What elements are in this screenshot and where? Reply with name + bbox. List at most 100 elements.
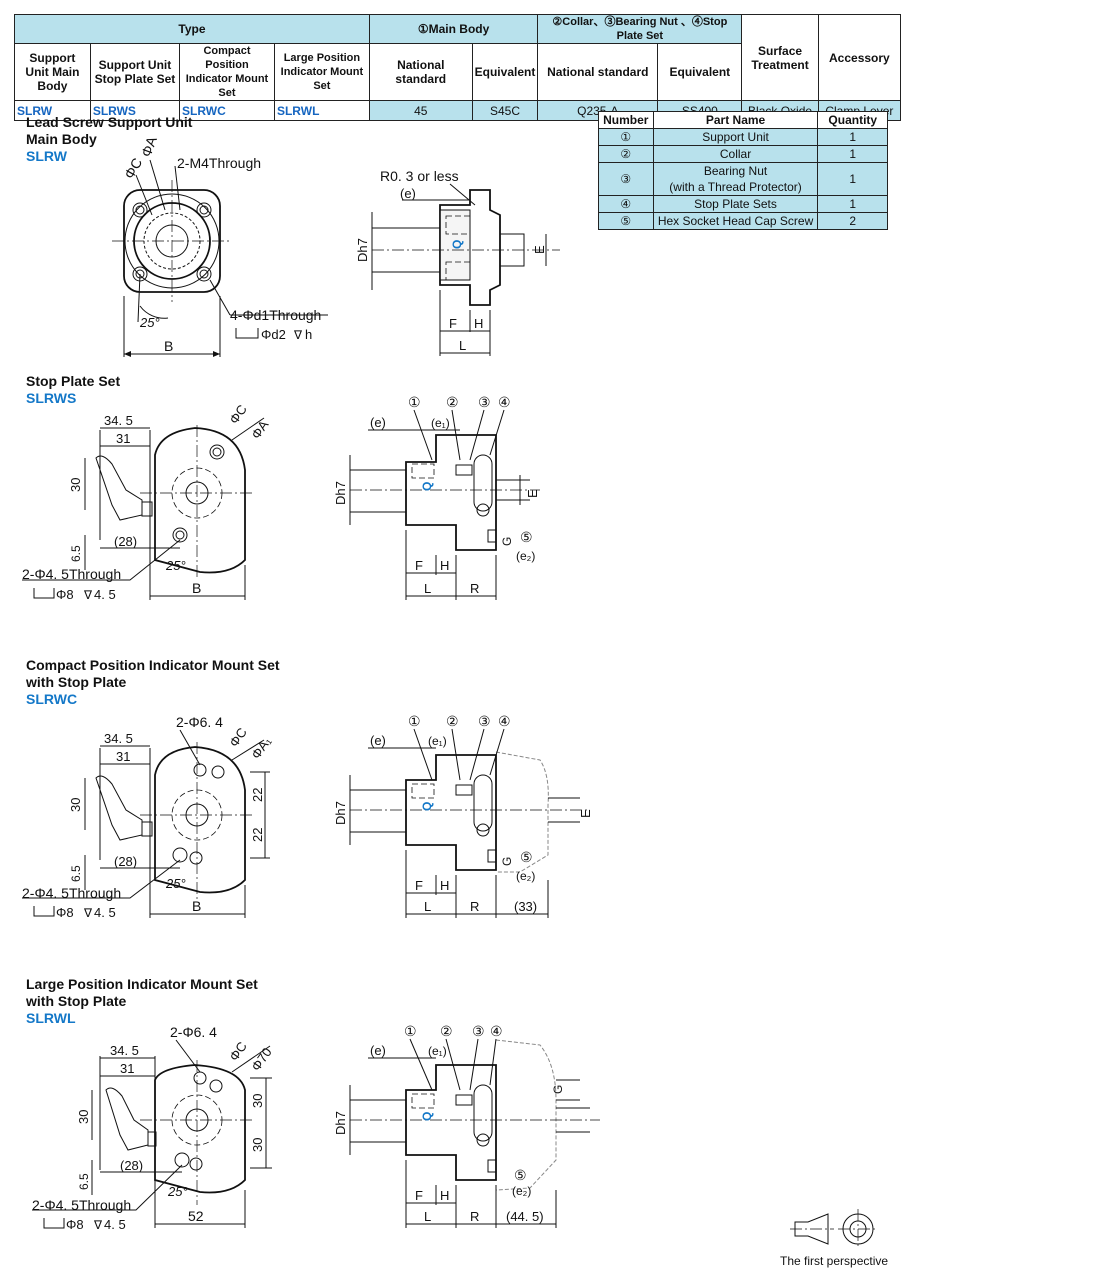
parts-row: ① Support Unit 1 (598, 128, 888, 146)
depth-symbol-c: ∇ (83, 906, 93, 920)
main-body-header: ①Main Body (368, 14, 539, 44)
slrwc-front-view: 34. 5 31 30 6.5 (28) 25° 2-Φ4. 5Through … (22, 714, 274, 920)
label-phi70: Φ70 (248, 1045, 275, 1074)
surface-header: Surface Treatment (741, 14, 819, 101)
national-1-value: 45 (368, 100, 473, 121)
label-30-l: 30 (76, 1110, 91, 1124)
label-25deg-s: 25° (165, 558, 186, 573)
label-phi64-c: 2-Φ6. 4 (176, 714, 223, 730)
col-equivalent-1: Equivalent (471, 43, 539, 101)
slrwl-side-view: G Q Dh7 (e) (e₁) ① ② ③ ④ ⑤ (e₂) F H L R … (333, 1023, 600, 1228)
col-national-1: National standard (368, 43, 473, 101)
section-slrw-title: Lead Screw Support Unit Main Body SLRW (26, 114, 193, 164)
slrw-side-view: Q Dh7 E (e) R0. 3 or less F H L (355, 168, 560, 356)
label-l-c: L (424, 899, 431, 914)
label-e1-s: (e₁) (431, 416, 450, 430)
label-e-c: E (578, 809, 593, 818)
parts-header-name: Part Name (652, 111, 819, 129)
label-30-top-l: 30 (250, 1094, 265, 1108)
label-phi-c-s: ΦC (226, 402, 250, 427)
label-h-l: H (440, 1188, 449, 1203)
part-qty: 2 (817, 212, 888, 230)
label-b-s: B (192, 580, 201, 596)
label-25deg-l: 25° (167, 1184, 188, 1199)
parts-header-qty: Quantity (817, 111, 888, 129)
label-34-5-c: 34. 5 (104, 731, 133, 746)
parts-table: Number Part Name Quantity ① Support Unit… (598, 111, 888, 230)
label-25deg-c: 25° (165, 876, 186, 891)
col-equivalent-2: Equivalent (657, 43, 743, 101)
label-e2-c: (e₂) (516, 869, 535, 883)
part-number: ⑤ (598, 212, 654, 230)
label-b: B (164, 338, 173, 354)
label-30-c: 30 (68, 798, 83, 812)
label-f-s: F (415, 558, 423, 573)
label-dh7: Dh7 (355, 238, 370, 262)
label-30: 30 (68, 478, 83, 492)
label-31: 31 (116, 431, 130, 446)
code-slrws: SLRWS (89, 100, 181, 121)
label-25deg: 25° (139, 315, 160, 330)
col-support-unit: Support Unit Main Body (14, 43, 91, 101)
section-slrwc-title: Compact Position Indicator Mount Set wit… (26, 657, 280, 707)
label-dh7-l: Dh7 (333, 1111, 348, 1135)
label-g-s: G (500, 537, 514, 546)
num-5-c: ⑤ (520, 849, 533, 865)
label-6-5-c: 6.5 (69, 865, 83, 882)
label-34-5: 34. 5 (104, 413, 133, 428)
label-l: L (459, 338, 466, 353)
label-28-c: (28) (114, 854, 137, 869)
num-2-s: ② (446, 394, 459, 410)
label-phi-c: ΦC (121, 155, 145, 181)
label-phi-a: ΦA (138, 134, 160, 159)
parts-row: ③ Bearing Nut (with a Thread Protector) … (598, 162, 888, 196)
part-name: Collar (652, 145, 819, 163)
label-e-paren: (e) (400, 186, 416, 201)
parts-row: ⑤ Hex Socket Head Cap Screw 2 (598, 212, 888, 230)
label-34-5-l: 34. 5 (110, 1043, 139, 1058)
slrws-side-view: Q Dh7 E (e) (e₁) ① ② ③ ④ ⑤ G (e₂) F H L … (333, 394, 540, 600)
part-name: Support Unit (652, 128, 819, 146)
label-phi8-l: Φ8 (66, 1217, 84, 1232)
section-slrwl-title: Large Position Indicator Mount Set with … (26, 976, 258, 1026)
part-name: Stop Plate Sets (652, 195, 819, 213)
label-22-bottom: 22 (250, 828, 265, 842)
label-e1-l: (e₁) (428, 1044, 447, 1058)
label-6-5: 6.5 (69, 545, 83, 562)
label-m4: 2-M4Through (177, 155, 261, 171)
label-h: H (474, 316, 483, 331)
label-phi8-c: Φ8 (56, 905, 74, 920)
label-r-l: R (470, 1209, 479, 1224)
label-e-paren-l: (e) (370, 1043, 386, 1058)
label-dh7-c: Dh7 (333, 801, 348, 825)
code-slrw: SLRW (14, 100, 91, 121)
label-dh7-s: Dh7 (333, 481, 348, 505)
label-e: E (532, 245, 547, 254)
label-phi8: Φ8 (56, 587, 74, 602)
depth-symbol-l: ∇ (93, 1218, 103, 1232)
label-4-5: 4. 5 (94, 587, 116, 602)
num-4-c: ④ (498, 713, 511, 729)
label-phi45-l: 2-Φ4. 5Through (32, 1197, 131, 1213)
label-44-5: (44. 5) (506, 1209, 544, 1224)
label-4-5-c: 4. 5 (94, 905, 116, 920)
label-6-5-l: 6.5 (77, 1173, 91, 1190)
depth-symbol: ∇ (293, 328, 303, 342)
num-3-l: ③ (472, 1023, 485, 1039)
part-qty: 1 (817, 128, 888, 146)
slrwc-side-view: Q Dh7 E (e) (e₁) ① ② ③ ④ ⑤ G (e₂) F H L … (333, 713, 593, 918)
label-h-s: H (440, 558, 449, 573)
label-f-l: F (415, 1188, 423, 1203)
label-33: (33) (514, 899, 537, 914)
label-q-l: Q (420, 1112, 434, 1121)
col-compact: Compact Position Indicator Mount Set (179, 43, 275, 101)
part-number: ① (598, 128, 654, 146)
code-slrwl: SLRWL (273, 100, 370, 121)
label-g-c: G (500, 857, 514, 866)
col-national-2: National standard (537, 43, 659, 101)
num-3-s: ③ (478, 394, 491, 410)
label-e2-l: (e₂) (512, 1184, 531, 1198)
type-header: Type (14, 14, 370, 44)
slrw-front-view: ΦA ΦC 2-M4Through 25° 4-Φd1Through Φd2 ∇… (112, 134, 328, 357)
label-r-c: R (470, 899, 479, 914)
